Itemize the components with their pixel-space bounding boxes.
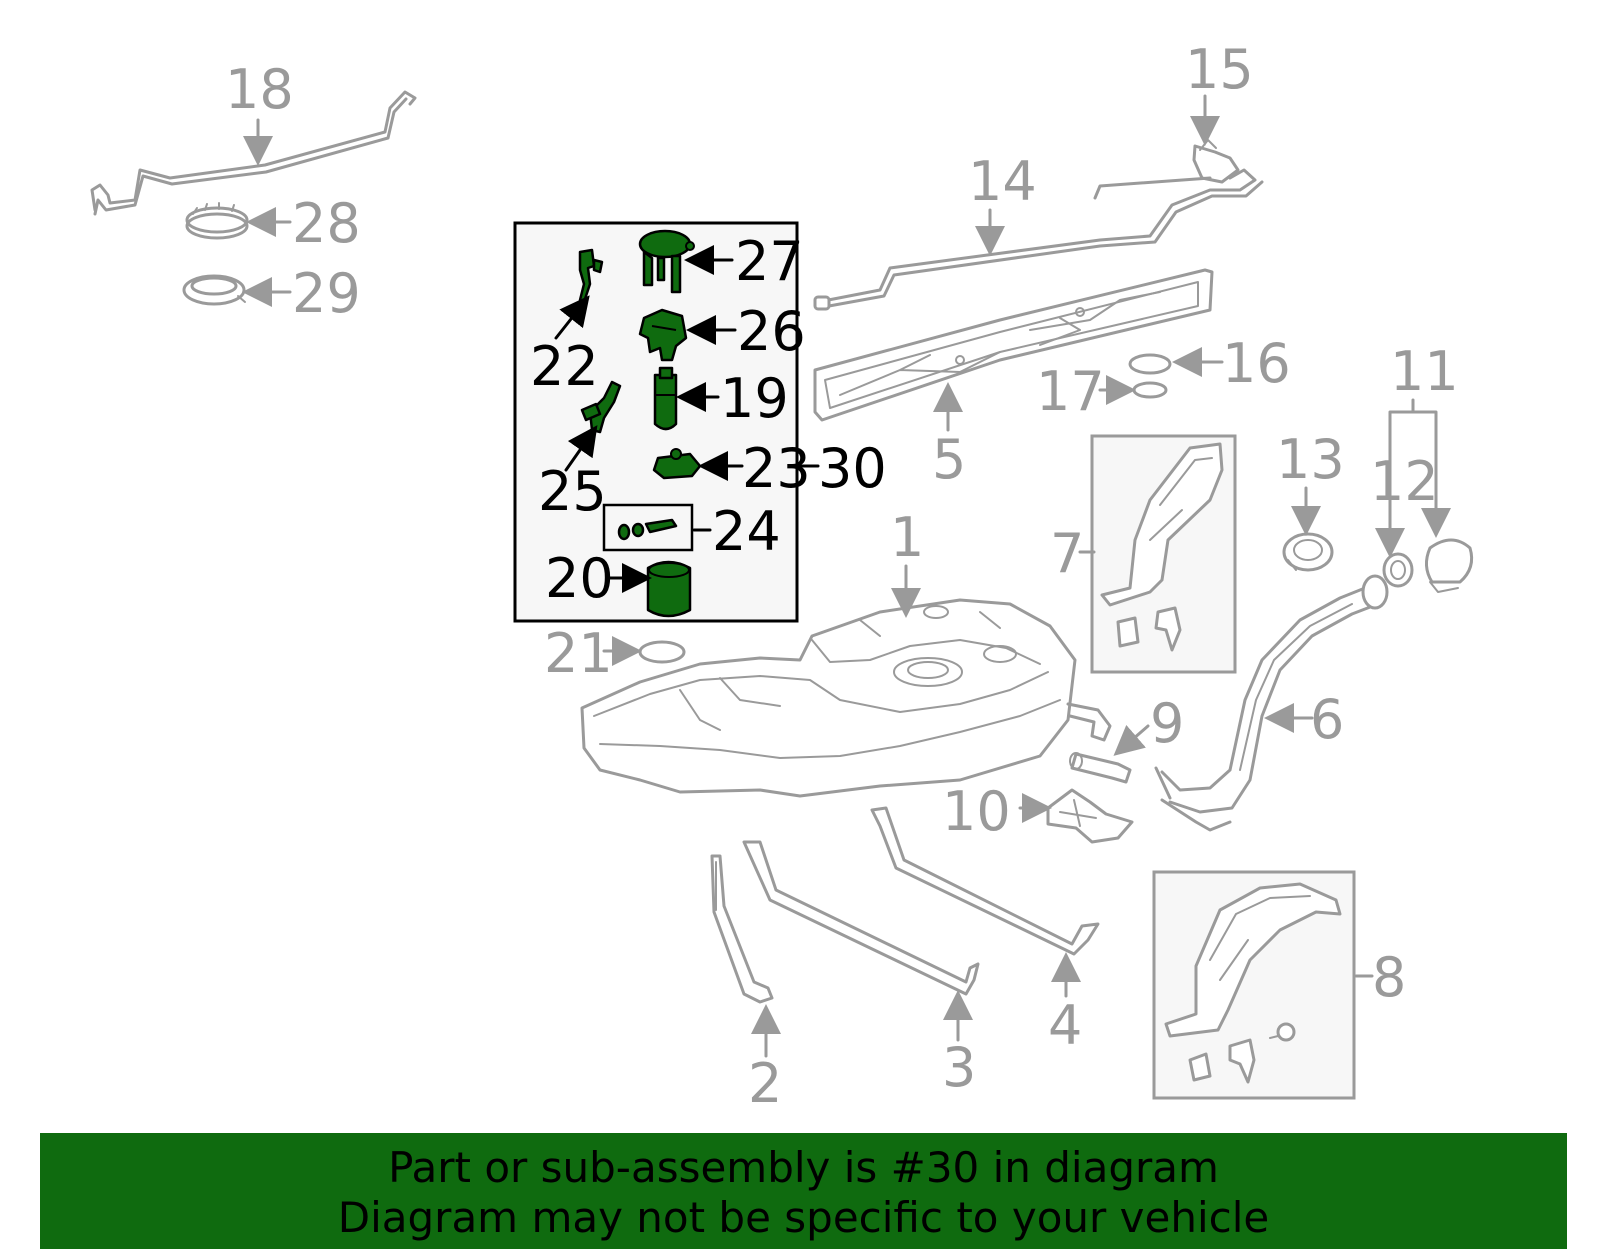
callout-4: 4 [1048, 994, 1082, 1057]
part-19-fuel-pump[interactable] [653, 366, 678, 431]
arrow-25 [564, 425, 598, 472]
callout-24: 24 [712, 500, 781, 563]
banner-line-1: Part or sub-assembly is #30 in diagram [388, 1143, 1219, 1192]
callout-10: 10 [942, 780, 1011, 843]
part-4-strap[interactable] [870, 806, 1100, 956]
part-11-fuel-door[interactable] [1425, 538, 1474, 593]
part-9-valve[interactable] [1069, 752, 1132, 784]
part-24-kit-box[interactable] [602, 503, 694, 552]
callout-9: 9 [1150, 692, 1184, 755]
arrow-9 [1113, 724, 1150, 756]
callout-3: 3 [942, 1036, 976, 1099]
part-22-fuel-sender[interactable] [578, 248, 604, 304]
callout-8: 8 [1372, 946, 1406, 1009]
callout-16: 16 [1222, 332, 1291, 395]
arrow-22 [554, 295, 590, 340]
part-13-fuel-cap[interactable] [1282, 532, 1334, 572]
part-6-filler-pipe[interactable] [1154, 574, 1389, 832]
callout-11: 11 [1390, 340, 1459, 403]
part-20-fuel-filter[interactable] [646, 560, 692, 618]
callout-14: 14 [968, 150, 1037, 213]
callout-5: 5 [932, 428, 966, 491]
callout-2: 2 [748, 1052, 782, 1115]
callout-26: 26 [737, 300, 806, 363]
callout-28: 28 [292, 192, 361, 255]
part-26-pump-housing[interactable] [638, 308, 688, 362]
callout-22: 22 [530, 335, 599, 398]
part-24-small-parts [617, 518, 678, 541]
part-21-gasket[interactable] [638, 640, 686, 664]
part-5-heat-shield[interactable] [813, 268, 1214, 422]
callout-1: 1 [890, 506, 924, 569]
callout-30: 30 [818, 437, 887, 500]
part-2-strap[interactable] [710, 854, 774, 1004]
callout-23: 23 [742, 437, 811, 500]
callout-21: 21 [544, 622, 613, 685]
callout-29: 29 [292, 262, 361, 325]
callout-15: 15 [1185, 38, 1254, 101]
part-7-protector [1100, 442, 1224, 652]
callout-19: 19 [720, 367, 789, 430]
part-23-pump-filter[interactable] [652, 448, 702, 480]
part-29-gasket[interactable] [182, 274, 246, 306]
part-28-retainer-ring[interactable] [185, 202, 249, 240]
part-17-gasket[interactable] [1132, 381, 1168, 399]
callout-12: 12 [1370, 450, 1439, 513]
part-8-protector [1164, 882, 1342, 1084]
part-16-gasket[interactable] [1128, 353, 1172, 375]
part-10-bracket[interactable] [1046, 788, 1134, 844]
part-1-fuel-tank[interactable] [580, 598, 1112, 798]
callout-7: 7 [1050, 522, 1084, 585]
callout-6: 6 [1310, 688, 1344, 751]
part-15-vent-valve[interactable] [1192, 139, 1240, 184]
callout-18: 18 [225, 58, 294, 121]
part-12-seal[interactable] [1382, 552, 1414, 588]
part-3-strap[interactable] [742, 840, 980, 996]
callout-27: 27 [735, 230, 804, 293]
part-14-fuel-line[interactable] [813, 168, 1264, 311]
callout-25: 25 [538, 460, 607, 523]
banner-line-2: Diagram may not be specific to your vehi… [337, 1193, 1270, 1242]
callout-20: 20 [545, 547, 614, 610]
part-18-fuel-line[interactable] [90, 90, 417, 216]
callout-17: 17 [1036, 360, 1105, 423]
callout-13: 13 [1276, 428, 1345, 491]
info-banner: Part or sub-assembly is #30 in diagram D… [40, 1133, 1567, 1249]
